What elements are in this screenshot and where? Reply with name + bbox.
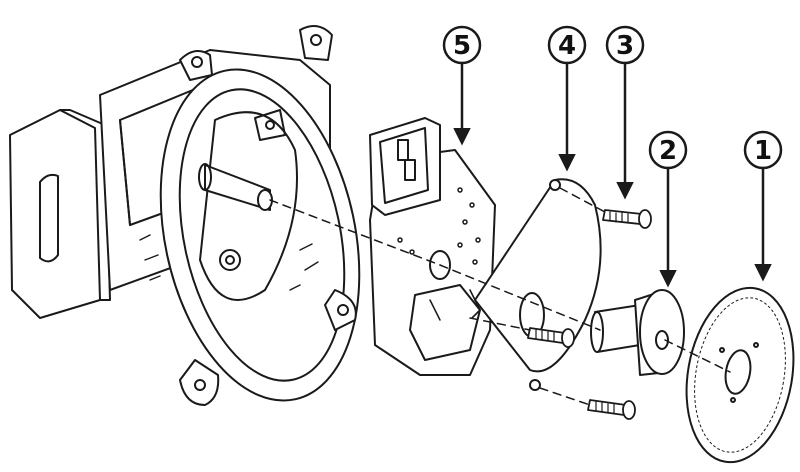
slotted-disc [685, 286, 795, 464]
sensor-module [369, 117, 496, 376]
distributor-housing [9, 25, 361, 406]
callout-5: 5 [442, 25, 482, 146]
assembly-axis-lines [269, 187, 731, 406]
callout-1: 1 [743, 130, 783, 282]
callout-3-label: 3 [616, 31, 634, 61]
callout-3: 3 [605, 25, 645, 200]
callout-2-label: 2 [659, 136, 677, 166]
callout-2: 2 [648, 130, 688, 288]
screw-bottom [587, 399, 636, 420]
callout-1-label: 1 [754, 136, 772, 166]
rotor-hub [590, 289, 685, 376]
callout-5-label: 5 [453, 31, 471, 61]
screw-top [602, 209, 652, 229]
screw-middle [527, 327, 575, 348]
callout-4: 4 [547, 25, 587, 172]
callout-4-label: 4 [558, 31, 576, 61]
